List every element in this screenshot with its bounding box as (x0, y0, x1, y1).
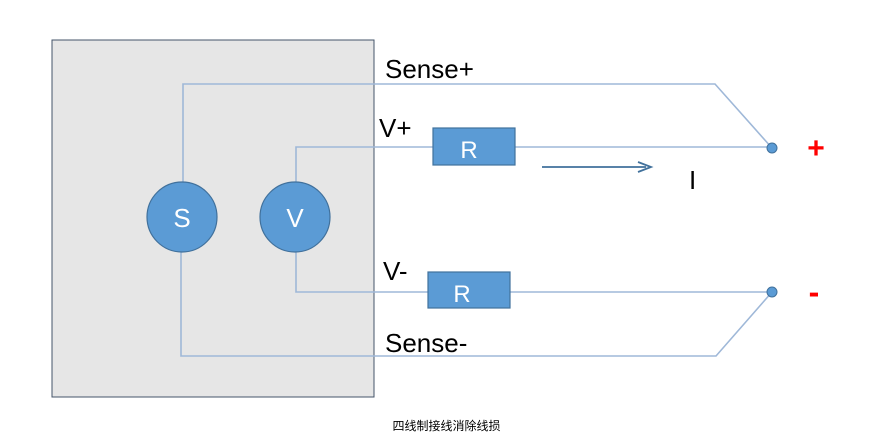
terminal-minus-sign: - (809, 274, 820, 310)
wire-sense-minus (180, 241, 773, 357)
terminal-plus-node (766, 142, 778, 154)
voltmeter-circle (259, 181, 331, 253)
wire-v-minus (295, 241, 428, 293)
resistor-top (432, 127, 516, 166)
resistor-bottom (427, 271, 511, 309)
sense-minus-label: Sense- (385, 328, 467, 358)
voltmeter-label: V (286, 203, 304, 233)
wires (180, 83, 773, 357)
wire-v-plus (295, 146, 433, 193)
current-label: I (689, 165, 696, 195)
terminal-minus-node (766, 286, 778, 298)
v-minus-label: V- (383, 256, 408, 286)
figure-caption: 四线制接线消除线损 (392, 419, 501, 433)
source-circle (146, 181, 218, 253)
source-label: S (173, 203, 190, 233)
resistor-bottom-label: R (453, 281, 470, 308)
current-arrow-head (637, 161, 654, 173)
terminal-plus-sign: + (807, 132, 825, 165)
resistor-top-label: R (460, 137, 477, 164)
wire-sense-plus (182, 83, 773, 193)
sense-plus-label: Sense+ (385, 54, 474, 84)
v-plus-label: V+ (379, 113, 412, 143)
